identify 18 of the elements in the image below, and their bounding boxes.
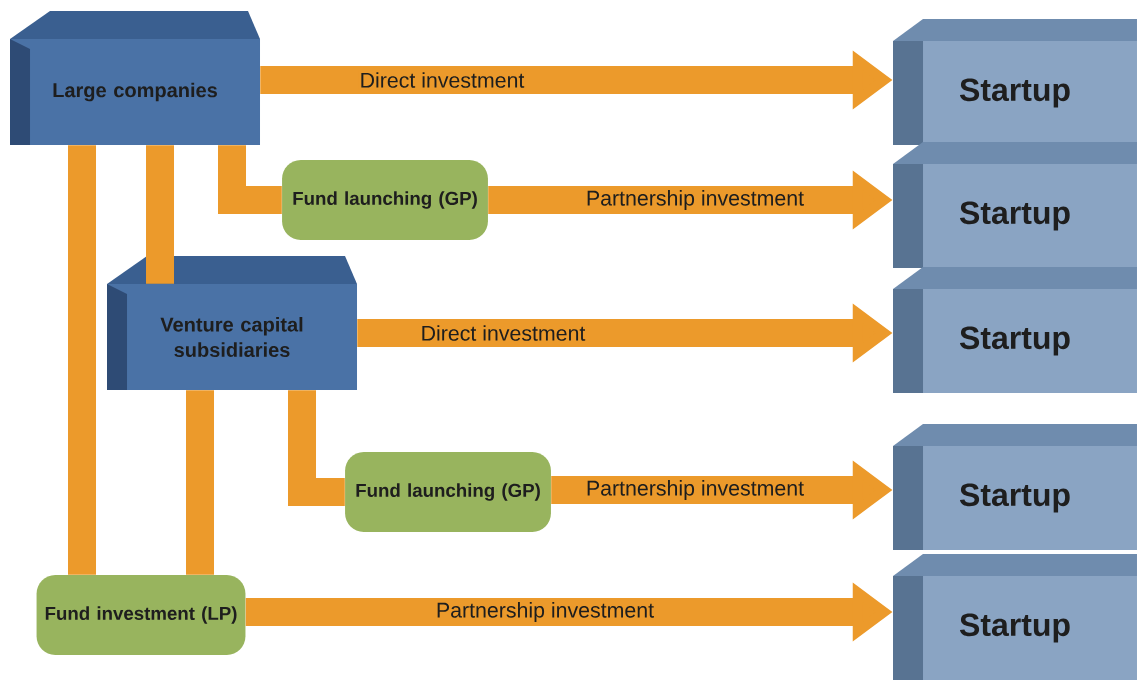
connector-band xyxy=(288,390,345,506)
edge-label: Partnership investment xyxy=(584,188,806,212)
edge-label: Partnership investment xyxy=(434,600,656,624)
connector-band xyxy=(186,390,214,575)
cube-box: Startup xyxy=(893,554,1137,680)
cube-box: Startup xyxy=(893,424,1137,550)
cube-box: Startup xyxy=(893,19,1137,145)
connector-band xyxy=(68,145,96,575)
cube-box: Large companies xyxy=(10,11,260,145)
connector-band xyxy=(146,145,174,284)
edge-label: Partnership investment xyxy=(584,478,806,502)
rounded-box: Fund investment (LP) xyxy=(36,575,246,655)
rounded-box: Fund launching (GP) xyxy=(345,452,551,532)
rounded-box: Fund launching (GP) xyxy=(282,160,488,240)
connector-band xyxy=(218,145,282,214)
cube-box: Startup xyxy=(893,267,1137,393)
cube-box: Startup xyxy=(893,142,1137,268)
cube-box: Venture capital subsidiaries xyxy=(107,256,357,390)
